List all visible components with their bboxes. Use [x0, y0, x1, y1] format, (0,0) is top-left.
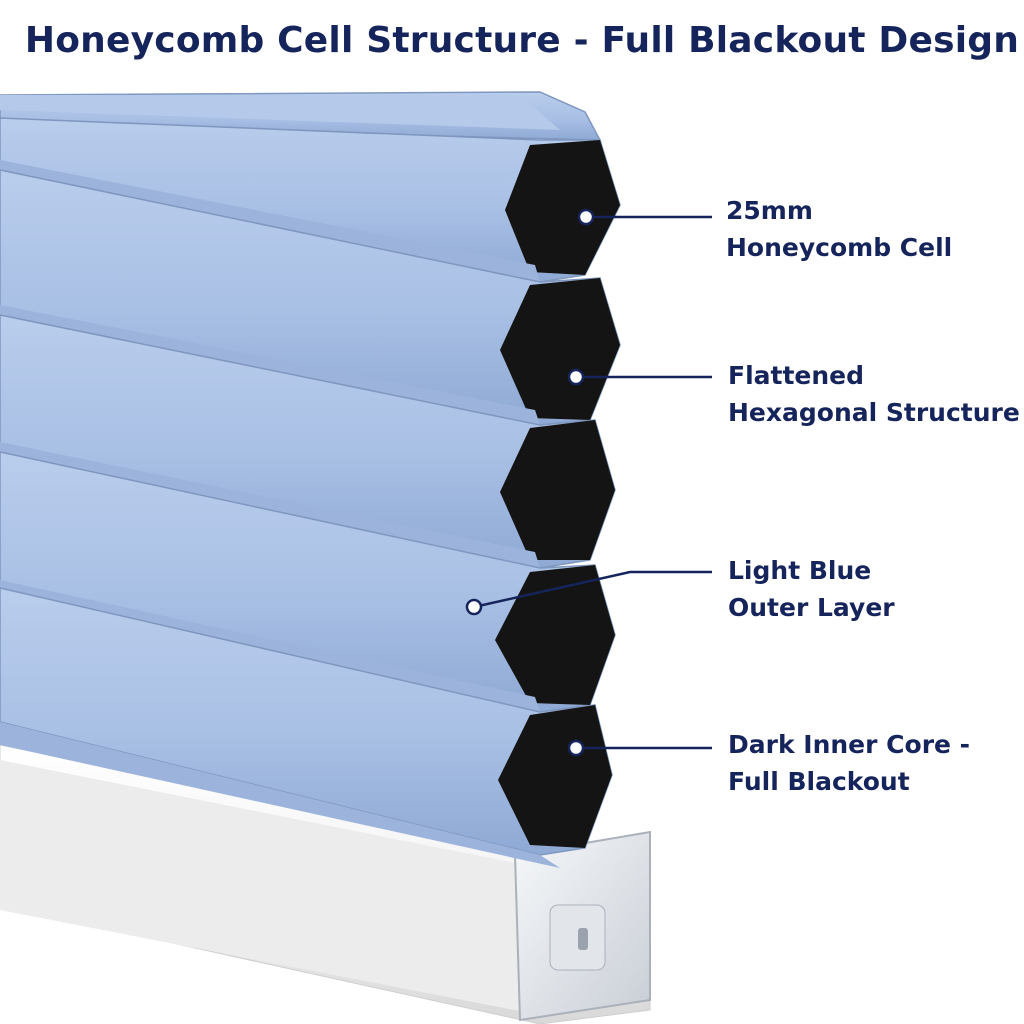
callout-outer-layer-line1: Light Blue: [728, 556, 872, 585]
callout-inner-core: Dark Inner Core - Full Blackout: [728, 726, 970, 800]
callout-inner-core-line2: Full Blackout: [728, 767, 910, 796]
callout-structure-line1: Flattened: [728, 361, 865, 390]
callout-cell-size-line1: 25mm: [726, 196, 813, 225]
page-title: Honeycomb Cell Structure - Full Blackout…: [24, 20, 1020, 61]
callout-leaders: [465, 208, 712, 757]
callout-outer-layer-line2: Outer Layer: [728, 593, 895, 622]
callout-cell-size-line2: Honeycomb Cell: [726, 233, 953, 262]
callout-cell-size: 25mm Honeycomb Cell: [726, 192, 952, 266]
honeycomb-cells: [0, 91, 621, 868]
callout-structure: Flattened Hexagonal Structure: [728, 357, 1020, 431]
callout-structure-line2: Hexagonal Structure: [728, 398, 1020, 427]
callout-outer-layer: Light Blue Outer Layer: [728, 552, 895, 626]
bottom-rail: [0, 744, 651, 1024]
callout-inner-core-line1: Dark Inner Core -: [728, 730, 971, 759]
